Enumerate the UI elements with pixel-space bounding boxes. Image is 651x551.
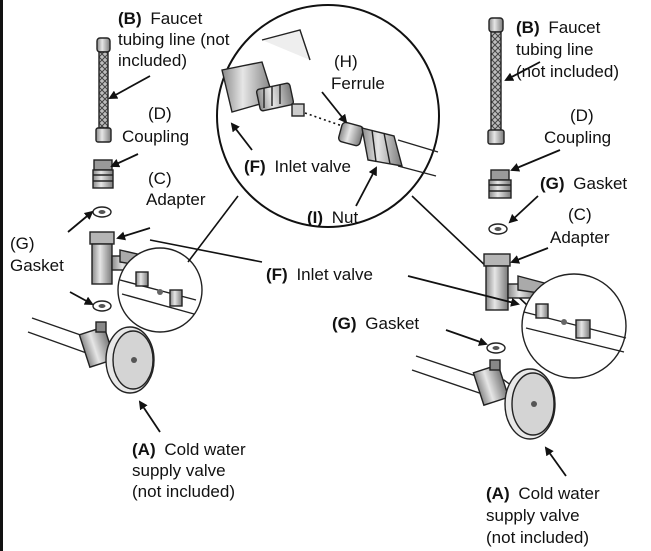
right-label-b-line3: (not included) xyxy=(516,62,619,81)
zoom-nut xyxy=(361,127,403,167)
right-coupling xyxy=(488,169,512,199)
left-label-a-line1: Cold water xyxy=(164,440,246,459)
right-label-a-line2: supply valve xyxy=(486,506,580,525)
left-label-c-word: Adapter xyxy=(146,190,206,209)
right-label-a-letter: (A) xyxy=(486,484,510,503)
zoom-inlet-valve xyxy=(221,29,311,117)
center-label-i-letter: (I) xyxy=(307,208,323,227)
left-tubing-line xyxy=(95,37,112,143)
left-supply-valve xyxy=(105,326,155,394)
left-label-b-line1: Faucet xyxy=(150,9,202,28)
right-label-g-top: (G) Gasket xyxy=(540,174,627,193)
left-border xyxy=(0,0,3,551)
right-assembly xyxy=(411,17,627,440)
right-supply-valve xyxy=(503,368,556,440)
right-label-b-line2: tubing line xyxy=(516,40,594,59)
left-label-a-letter: (A) xyxy=(132,440,156,459)
left-label-d-letter: (D) xyxy=(148,104,172,123)
center-label-i-word: Nut xyxy=(332,208,359,227)
right-tubing-line xyxy=(487,17,505,145)
right-supply-pipe xyxy=(411,355,510,407)
center-label-f-zoom: (F) Inlet valve xyxy=(244,157,351,176)
center-label-f-mid-letter: (F) xyxy=(266,265,288,284)
right-label-g-bottom-letter: (G) xyxy=(332,314,357,333)
right-label-d-letter: (D) xyxy=(570,106,594,125)
right-label-b: (B) Faucet xyxy=(516,18,601,37)
left-label-a: (A) Cold water xyxy=(132,440,246,459)
right-label-g-top-word: Gasket xyxy=(573,174,627,193)
left-label-d-word: Coupling xyxy=(122,127,189,146)
center-label-f-zoom-letter: (F) xyxy=(244,157,266,176)
left-label-b-letter: (B) xyxy=(118,9,142,28)
right-label-g-bottom: (G) Gasket xyxy=(332,314,419,333)
right-label-a: (A) Cold water xyxy=(486,484,600,503)
left-label-g-letter: (G) xyxy=(10,234,35,253)
right-zoom-circle xyxy=(521,273,627,379)
left-label-a-line3: (not included) xyxy=(132,482,235,501)
center-label-f-mid-word: Inlet valve xyxy=(296,265,373,284)
center-label-h-letter: (H) xyxy=(334,52,358,71)
right-label-d-word: Coupling xyxy=(544,128,611,147)
left-label-b: (B) Faucet xyxy=(118,9,203,28)
left-coupling xyxy=(92,159,114,189)
right-label-a-line1: Cold water xyxy=(518,484,600,503)
right-label-c-letter: (C) xyxy=(568,205,592,224)
right-label-g-bottom-word: Gasket xyxy=(365,314,419,333)
center-label-f-zoom-word: Inlet valve xyxy=(274,157,351,176)
right-label-g-top-letter: (G) xyxy=(540,174,565,193)
right-label-b-letter: (B) xyxy=(516,18,540,37)
center-label-h-word: Ferrule xyxy=(331,74,385,93)
left-label-c-letter: (C) xyxy=(148,169,172,188)
left-label-b-line2: tubing line (not xyxy=(118,30,230,49)
center-label-i: (I) Nut xyxy=(307,208,359,227)
zoom-ferrule xyxy=(337,121,365,147)
left-label-a-line2: supply valve xyxy=(132,461,226,480)
leader-arrows xyxy=(67,61,567,477)
right-label-a-line3: (not included) xyxy=(486,528,589,547)
center-label-f-mid: (F) Inlet valve xyxy=(266,265,373,284)
right-label-b-line1: Faucet xyxy=(548,18,600,37)
left-supply-pipe xyxy=(27,317,116,369)
left-assembly xyxy=(27,37,203,394)
left-label-b-line3: included) xyxy=(118,51,187,70)
left-label-g-word: Gasket xyxy=(10,256,64,275)
center-zoom-circle xyxy=(187,4,529,307)
right-label-c-word: Adapter xyxy=(550,228,610,247)
left-zoom-circle xyxy=(117,247,203,333)
